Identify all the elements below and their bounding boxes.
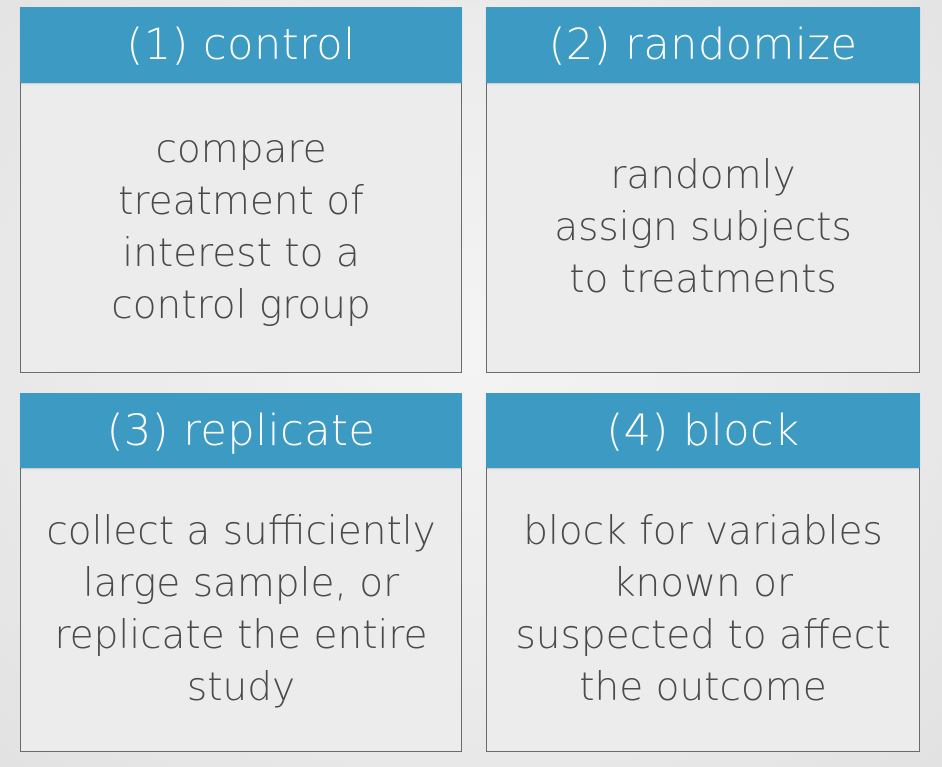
principle-description-replicate-text: collect a sufficiently large sample, or …: [46, 508, 436, 710]
principle-description-control: compare treatment of interest to a contr…: [22, 84, 460, 371]
principle-card-randomize: [486, 82, 920, 373]
principle-card-control: [20, 82, 462, 373]
principle-card-replicate: [20, 467, 462, 752]
principle-header-block: (4) block: [486, 393, 920, 468]
principle-description-block-text: block for variables known or suspected t…: [515, 508, 891, 710]
principle-description-randomize-text: randomly assign subjects to treatments: [554, 152, 852, 302]
principle-description-control-text: compare treatment of interest to a contr…: [111, 126, 371, 328]
principle-header-replicate: (3) replicate: [20, 393, 462, 468]
principle-header-control: (1) control: [20, 7, 462, 83]
principle-header-randomize: (2) randomize: [486, 7, 920, 83]
principle-description-randomize: randomly assign subjects to treatments: [488, 84, 918, 371]
principle-description-replicate: collect a sufficiently large sample, or …: [22, 469, 460, 750]
principle-card-block: [486, 467, 920, 752]
principle-description-block: block for variables known or suspected t…: [488, 469, 918, 750]
